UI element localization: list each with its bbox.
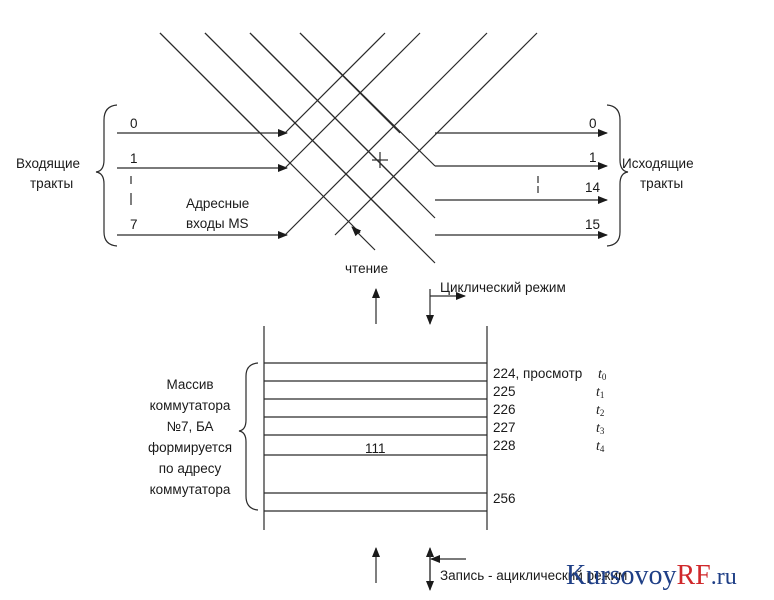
crossbar-diagonal bbox=[249, 32, 416, 199]
crossbar-diagonal bbox=[284, 32, 421, 169]
crossbar-diagonal bbox=[204, 32, 436, 264]
svg-text:KursovoyRF.ru: KursovoyRF.ru bbox=[566, 560, 737, 591]
outgoing-track-number: 14 bbox=[585, 180, 601, 195]
array-label-line: №7, БА bbox=[166, 419, 213, 434]
outgoing-label-line1: Исходящие bbox=[622, 156, 694, 171]
memory-row-address: 224, просмотр bbox=[493, 366, 582, 381]
cyclic-mode-label: Циклический режим bbox=[440, 280, 566, 295]
write-mode-label: Запись - ациклический режим bbox=[440, 568, 627, 583]
incoming-track-number: 0 bbox=[130, 116, 138, 131]
memory-row-address: 256 bbox=[493, 491, 516, 506]
read-arrow bbox=[351, 226, 376, 251]
memory-row-address: 225 bbox=[493, 384, 516, 399]
incoming-track-number: 7 bbox=[130, 217, 138, 232]
read-label: чтение bbox=[345, 261, 388, 276]
array-label-line: по адресу bbox=[159, 461, 222, 476]
time-slot-label: t0 bbox=[598, 367, 607, 382]
address-inputs-label-line2: входы MS bbox=[186, 216, 249, 231]
incoming-track-number: 1 bbox=[130, 151, 138, 166]
incoming-brace bbox=[95, 104, 118, 247]
crossbar-diagonal bbox=[284, 32, 488, 236]
array-label-line: коммутатора bbox=[150, 398, 231, 413]
memory-row-address: 228 bbox=[493, 438, 516, 453]
array-label-line: коммутатора bbox=[150, 482, 231, 497]
time-slot-label: t4 bbox=[596, 439, 605, 454]
memory-cell-value: 111 bbox=[365, 441, 386, 456]
incoming-label-line2: тракты bbox=[30, 176, 73, 191]
memory-row-address: 227 bbox=[493, 420, 516, 435]
memory-array-brace bbox=[238, 362, 259, 511]
crossbar-diagonal bbox=[284, 32, 386, 134]
array-label-line: формируется bbox=[148, 440, 232, 455]
time-slot-label: t2 bbox=[596, 403, 604, 418]
time-slot-label: t1 bbox=[596, 385, 604, 400]
incoming-label-line1: Входящие bbox=[16, 156, 80, 171]
outgoing-track-number: 0 bbox=[589, 116, 597, 131]
outgoing-track-number: 15 bbox=[585, 217, 600, 232]
time-slot-label: t3 bbox=[596, 421, 605, 436]
watermark-logo: KursovoyRF.ru bbox=[566, 560, 737, 591]
memory-row-address: 226 bbox=[493, 402, 516, 417]
address-inputs-label-line1: Адресные bbox=[186, 196, 249, 211]
crossbar-diagonal bbox=[159, 32, 361, 234]
outgoing-brace bbox=[606, 104, 629, 247]
outgoing-track-number: 1 bbox=[589, 150, 597, 165]
crossbar-diagonal bbox=[299, 32, 401, 134]
crossbar-diagonal bbox=[334, 32, 538, 236]
outgoing-label-line2: тракты bbox=[640, 176, 683, 191]
array-label-line: Массив bbox=[166, 377, 213, 392]
